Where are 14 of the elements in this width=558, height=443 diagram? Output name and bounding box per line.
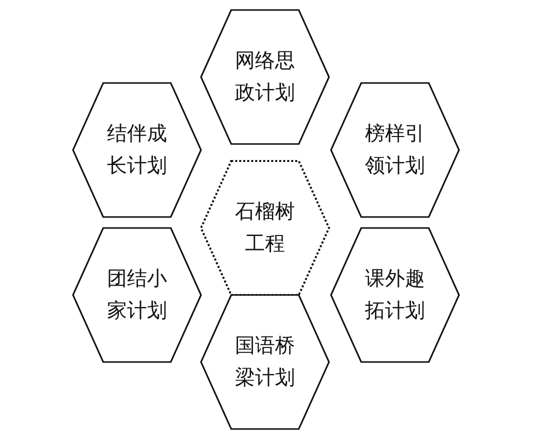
hexagon xyxy=(200,9,330,145)
hexagon-label: 团结小家计划 xyxy=(106,267,168,324)
hexagon xyxy=(330,82,460,218)
hexagon-label: 国语桥梁计划 xyxy=(234,334,296,391)
hexagon-label: 网络思政计划 xyxy=(234,49,296,106)
hexagon xyxy=(72,227,202,363)
hexagon-label: 课外趣拓计划 xyxy=(364,267,426,324)
hexagon-label: 榜样引领计划 xyxy=(364,122,426,179)
hexagon-label: 石榴树工程 xyxy=(234,200,296,257)
hexagon xyxy=(200,294,330,430)
dotted-hexagon xyxy=(200,160,330,296)
hexagon-label: 结伴成长计划 xyxy=(106,122,168,179)
hexagon xyxy=(330,227,460,363)
hexagon xyxy=(72,82,202,218)
